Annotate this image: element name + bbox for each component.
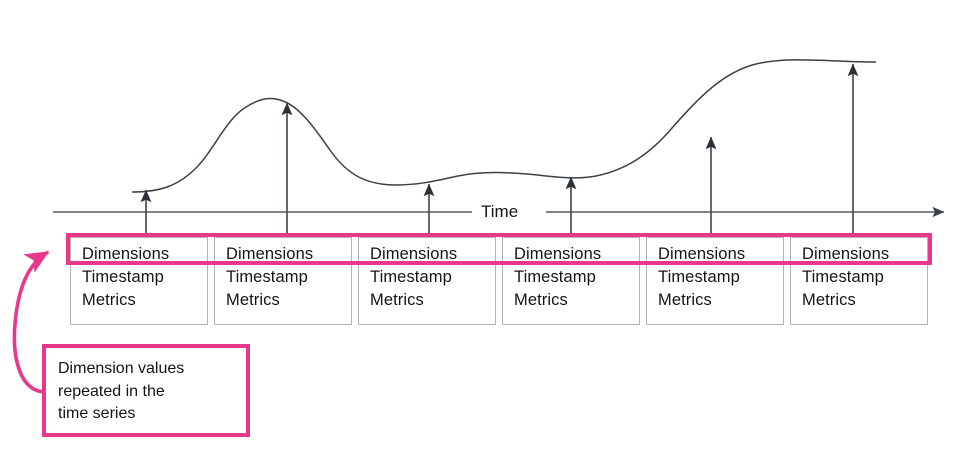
record-timestamp: Timestamp — [82, 268, 164, 286]
record-timestamp: Timestamp — [226, 268, 308, 286]
record-timestamp: Timestamp — [802, 268, 884, 286]
record-box[interactable]: Dimensions Timestamp Metrics — [790, 237, 928, 325]
record-metrics: Metrics — [514, 291, 568, 309]
record-dimensions: Dimensions — [226, 245, 314, 263]
record-metrics: Metrics — [802, 291, 856, 309]
time-series-curve — [131, 59, 877, 193]
record-boxes-row: Dimensions Timestamp Metrics Dimensions … — [70, 237, 928, 325]
record-timestamp: Timestamp — [658, 268, 740, 286]
record-box[interactable]: Dimensions Timestamp Metrics — [358, 237, 496, 325]
record-metrics: Metrics — [370, 291, 424, 309]
record-box[interactable]: Dimensions Timestamp Metrics — [646, 237, 784, 325]
callout-note: Dimension values repeated in the time se… — [42, 344, 250, 437]
record-timestamp: Timestamp — [370, 268, 452, 286]
record-dimensions: Dimensions — [658, 245, 746, 263]
dimensions-highlight-band — [66, 233, 932, 265]
record-metrics: Metrics — [82, 291, 136, 309]
record-metrics: Metrics — [658, 291, 712, 309]
record-dimensions: Dimensions — [370, 245, 458, 263]
record-timestamp: Timestamp — [514, 268, 596, 286]
callout-line-3: time series — [58, 405, 136, 422]
callout-line-1: Dimension values — [58, 360, 185, 377]
record-dimensions: Dimensions — [802, 245, 890, 263]
record-dimensions: Dimensions — [82, 245, 170, 263]
record-box[interactable]: Dimensions Timestamp Metrics — [214, 237, 352, 325]
record-box[interactable]: Dimensions Timestamp Metrics — [502, 237, 640, 325]
callout-line-2: repeated in the — [58, 382, 165, 400]
record-dimensions: Dimensions — [514, 245, 602, 263]
record-metrics: Metrics — [226, 291, 280, 309]
record-box[interactable]: Dimensions Timestamp Metrics — [70, 237, 208, 325]
axis-label-time: Time — [474, 202, 526, 222]
